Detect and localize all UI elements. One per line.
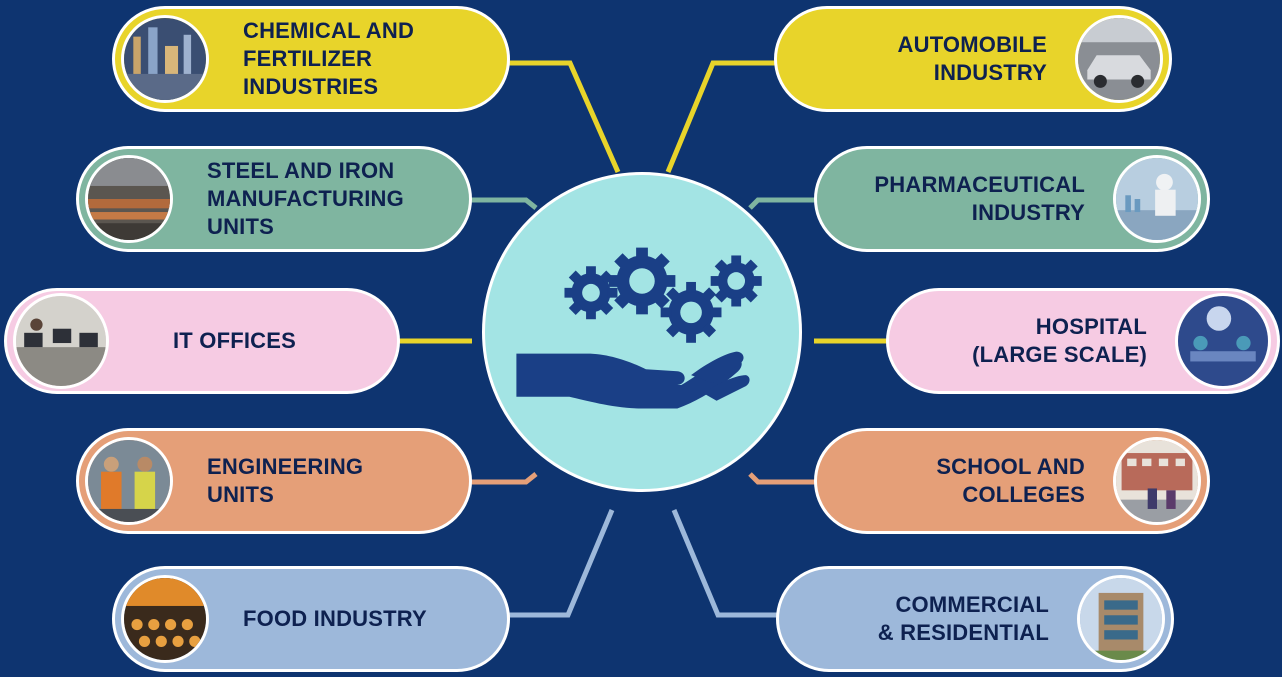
- chemical-line-1: CHEMICAL AND: [243, 18, 415, 43]
- connector-commercial: [671, 509, 778, 618]
- pharma-line-1: PHARMACEUTICAL: [874, 172, 1085, 197]
- central-hub: [482, 172, 802, 492]
- engineering-line-1: ENGINEERING: [207, 454, 364, 479]
- engineering-line-2: UNITS: [207, 482, 274, 507]
- engineers-photo: [85, 437, 173, 525]
- automobile-line-1: AUTOMOBILE: [897, 32, 1047, 57]
- connector-food: [508, 509, 615, 618]
- food-industry-card: FOOD INDUSTRY: [112, 566, 510, 672]
- food-conveyor-photo: [121, 575, 209, 663]
- commercial-residential-card: COMMERCIAL & RESIDENTIAL: [776, 566, 1174, 672]
- chemical-line-3: INDUSTRIES: [243, 74, 379, 99]
- it-offices-card: IT OFFICES: [4, 288, 400, 394]
- hospital-line-2: (LARGE SCALE): [972, 342, 1147, 367]
- automobile-line-2: INDUSTRY: [933, 60, 1047, 85]
- connector-steel: [470, 197, 538, 210]
- chemical-fertilizer-card: CHEMICAL AND FERTILIZER INDUSTRIES: [112, 6, 510, 112]
- connector-automobile: [665, 60, 775, 173]
- commercial-line-1: COMMERCIAL: [895, 592, 1049, 617]
- steel-factory-photo: [85, 155, 173, 243]
- connector-pharma: [748, 197, 816, 210]
- steel-line-1: STEEL AND IRON: [207, 158, 395, 183]
- school-colleges-card: SCHOOL AND COLLEGES: [814, 428, 1210, 534]
- hospital-card: HOSPITAL (LARGE SCALE): [886, 288, 1280, 394]
- building-photo: [1077, 575, 1165, 663]
- steel-line-2: MANUFACTURING: [207, 186, 404, 211]
- hand-with-gears-icon: [516, 247, 762, 409]
- steel-line-3: UNITS: [207, 214, 274, 239]
- connector-school: [748, 472, 816, 485]
- pharmaceutical-industry-card: PHARMACEUTICAL INDUSTRY: [814, 146, 1210, 252]
- steel-iron-card: STEEL AND IRON MANUFACTURING UNITS: [76, 146, 472, 252]
- automobile-industry-card: AUTOMOBILE INDUSTRY: [774, 6, 1172, 112]
- car-assembly-photo: [1075, 15, 1163, 103]
- office-photo: [13, 293, 109, 389]
- lab-photo: [1113, 155, 1201, 243]
- hospital-line-1: HOSPITAL: [1035, 314, 1147, 339]
- chemical-line-2: FERTILIZER: [243, 46, 373, 71]
- it-line-1: IT OFFICES: [173, 328, 296, 353]
- food-line-1: FOOD INDUSTRY: [243, 606, 427, 631]
- school-line-1: SCHOOL AND: [936, 454, 1085, 479]
- connector-chemical: [508, 60, 621, 174]
- commercial-line-2: & RESIDENTIAL: [877, 620, 1049, 645]
- connector-engineering: [470, 472, 538, 485]
- pharma-line-2: INDUSTRY: [971, 200, 1085, 225]
- engineering-units-card: ENGINEERING UNITS: [76, 428, 472, 534]
- school-photo: [1113, 437, 1201, 525]
- operating-room-photo: [1175, 293, 1271, 389]
- school-line-2: COLLEGES: [962, 482, 1085, 507]
- chemical-plant-photo: [121, 15, 209, 103]
